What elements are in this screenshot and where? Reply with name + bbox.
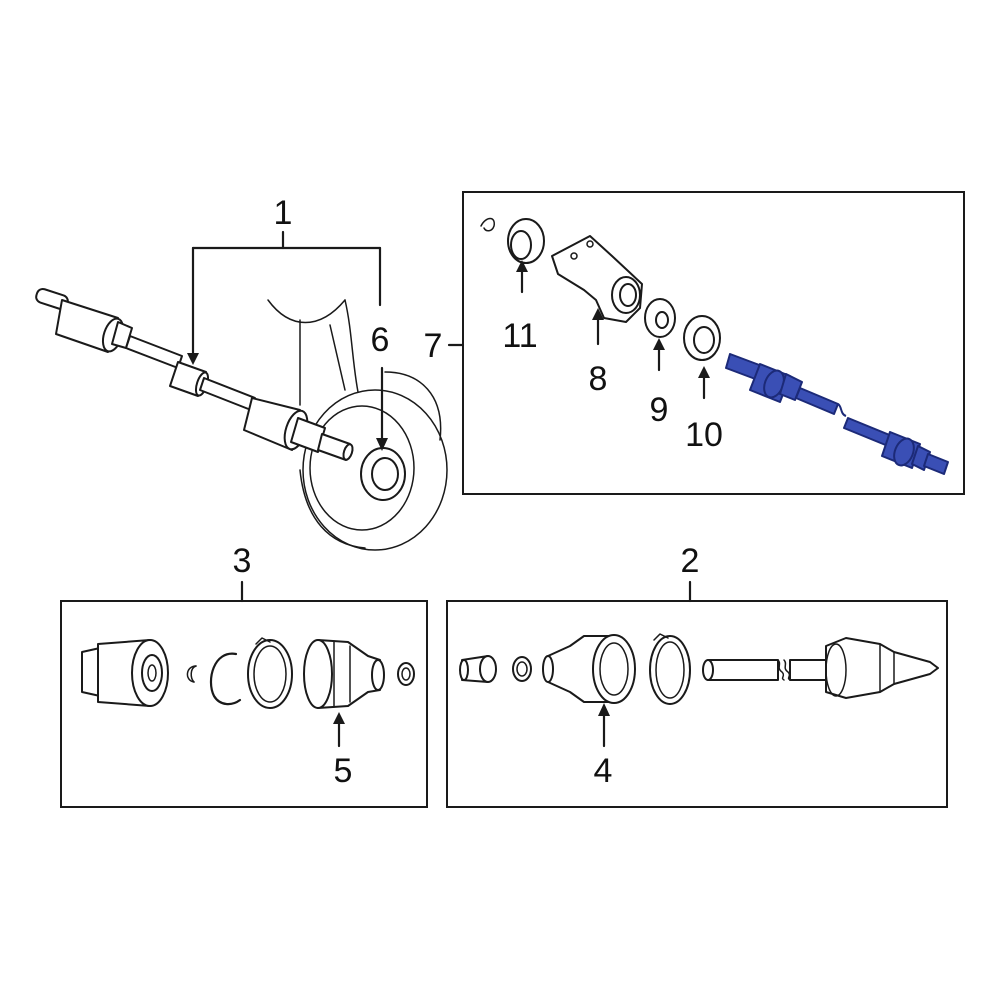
drive-axle-assembly — [35, 287, 354, 461]
knuckle-and-rotor — [267, 299, 448, 551]
leader-6 — [376, 366, 388, 451]
box-7 — [462, 191, 965, 495]
boot-clamp-large-2 — [649, 633, 691, 705]
intermediate-shaft-highlight — [725, 353, 949, 475]
callout-7: 7 — [424, 327, 443, 365]
boot-clamp-large-3 — [247, 637, 293, 709]
boot-5 — [303, 639, 385, 748]
bearing-10 — [683, 315, 721, 400]
callout-3: 3 — [233, 542, 252, 580]
box-2 — [446, 600, 948, 808]
circlip — [209, 652, 242, 706]
callout-11: 11 — [502, 317, 537, 355]
seal-11 — [507, 218, 545, 294]
hub-bearing-6 — [360, 447, 406, 501]
ring-9 — [644, 298, 676, 372]
callout-1: 1 — [274, 194, 293, 232]
callout-6: 6 — [371, 321, 390, 359]
leader-1 — [187, 230, 382, 365]
snap-ring-small — [186, 665, 197, 683]
boot-clamp-small-2 — [512, 656, 532, 682]
boot-4 — [542, 634, 636, 748]
dust-seal — [459, 655, 497, 683]
callout-5: 5 — [334, 752, 353, 790]
callout-2: 2 — [681, 542, 700, 580]
bracket-8 — [551, 235, 643, 346]
callout-8: 8 — [589, 360, 608, 398]
boot-clamp-small-3 — [397, 662, 415, 686]
outer-joint-shaft — [702, 637, 939, 699]
box-3 — [60, 600, 428, 808]
clip-part — [480, 217, 495, 232]
inner-joint-housing — [81, 639, 169, 707]
callout-9: 9 — [650, 391, 669, 429]
callout-4: 4 — [594, 752, 613, 790]
callout-10: 10 — [685, 416, 723, 454]
